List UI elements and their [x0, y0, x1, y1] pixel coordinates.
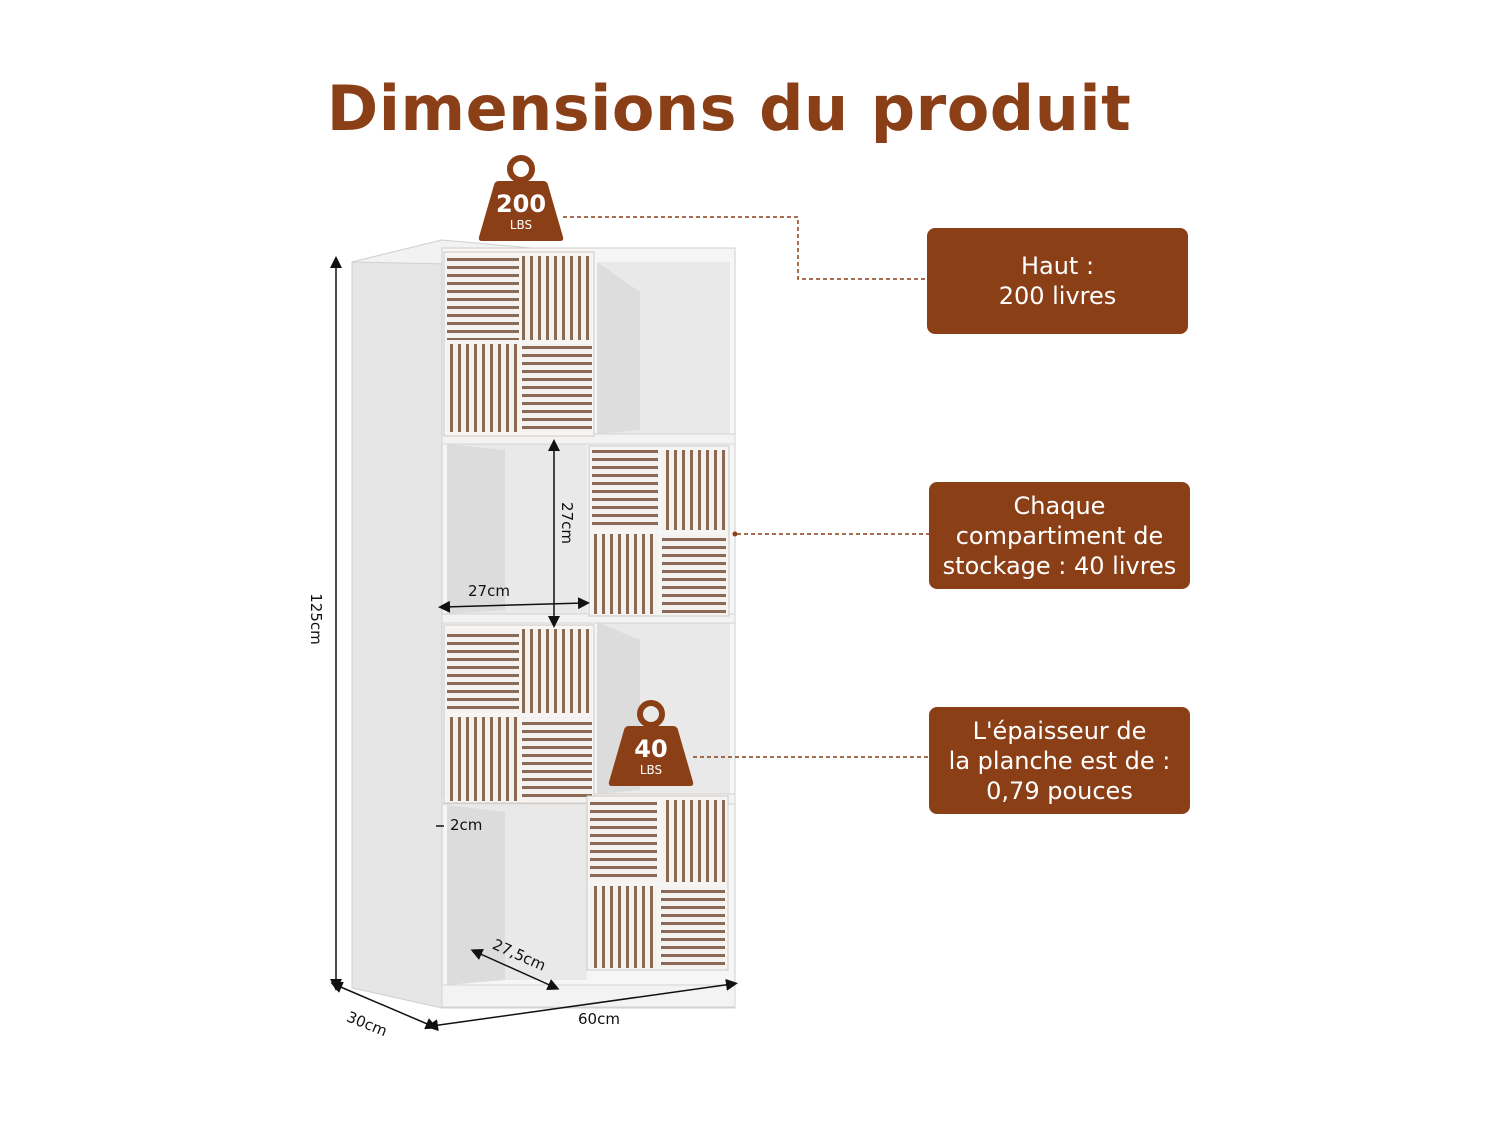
callout-compartment-capacity: Chaque compartiment de stockage : 40 liv… [929, 482, 1190, 589]
page-title: Dimensions du produit [326, 72, 1132, 145]
cube-width-dimension-line [438, 597, 590, 613]
door-panel-2 [588, 445, 730, 617]
width-label: 60cm [578, 1010, 620, 1028]
callout-top-capacity: Haut : 200 livres [927, 228, 1188, 334]
width-dimension-line [426, 978, 738, 1032]
weight-top-value: 200 [495, 190, 547, 218]
door-panel-4 [586, 795, 729, 971]
cube-depth-dimension-line [470, 948, 560, 991]
leader-line-top [563, 216, 927, 280]
weight-icon [608, 700, 694, 786]
board-thickness-label: 2cm [450, 816, 483, 834]
callout-board-thickness: L'épaisseur de la planche est de : 0,79 … [929, 707, 1190, 814]
weight-shelf-unit: LBS [639, 763, 663, 777]
weight-top-unit: LBS [509, 218, 533, 232]
weight-badge-shelf: 40 LBS [607, 700, 695, 788]
depth-dimension-line [330, 981, 438, 1030]
cube-height-label: 27cm [557, 502, 576, 544]
weight-badge-top: 200 LBS [477, 155, 565, 243]
weight-icon [478, 155, 564, 241]
bookcase-side-panel [351, 239, 443, 1009]
door-panel-3 [443, 624, 595, 804]
height-label: 125cm [306, 593, 325, 645]
weight-shelf-value: 40 [634, 735, 668, 763]
door-panel-1 [443, 251, 595, 437]
cube-width-label: 27cm [468, 582, 510, 600]
